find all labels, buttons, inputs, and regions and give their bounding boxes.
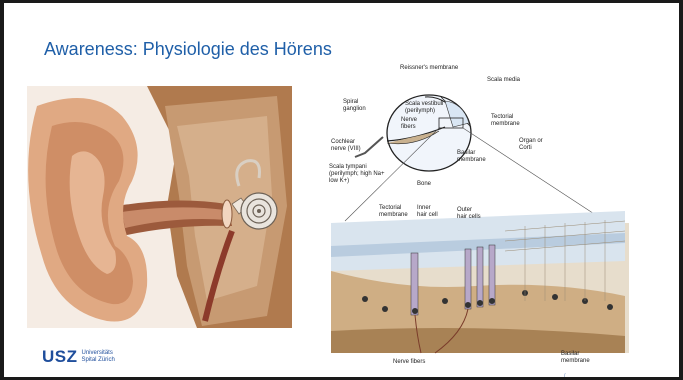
label-cochlear-nerve: Cochlear (331, 139, 355, 145)
label-nerve-fibers: Nerve (401, 117, 418, 123)
label-spiral-ganglion-sub: ganglion (343, 106, 366, 112)
label-nerve-fibers-sub: fibers (401, 124, 416, 130)
label-tectorial-sub: membrane (491, 121, 520, 127)
slide: Awareness: Physiologie des Hörens (4, 3, 679, 377)
logo-text: Universitäts Spital Zürich (82, 350, 115, 364)
label-scala-tympani: Scala tympani (329, 164, 367, 170)
label-spiral-ganglion: Spiral (343, 99, 358, 105)
label-bone: Bone (417, 181, 432, 187)
label-reissners-membrane: Reissner's membrane (400, 65, 459, 71)
label-scala-vestibuli: Scala vestibuli (405, 101, 443, 107)
usz-logo: USZ Universitäts Spital Zürich (42, 347, 115, 367)
label-organ-of-corti-sub: Corti (519, 145, 532, 151)
logo-mark: USZ (42, 347, 78, 367)
label-basilar: Basilar (457, 150, 475, 156)
cochlea-svg: Reissner's membrane Scala media Scala ve… (325, 61, 637, 375)
label-outer-hair-cells-sub: hair cells (457, 214, 481, 220)
label-cochlear-nerve-sub: nerve (VIII) (331, 146, 361, 152)
label-inner-hair-cell: Inner (417, 205, 431, 211)
label-basilar-sub: membrane (457, 157, 486, 163)
label-organ-of-corti: Organ or (519, 138, 543, 144)
label-scala-tympani-sub: (perilymph; high Na+ (329, 171, 385, 177)
label-lower-tectorial: Tectorial (379, 205, 401, 211)
slide-mark: / (564, 373, 565, 377)
label-lower-nerve-fibers: Nerve fibers (393, 359, 425, 365)
ear-anatomy-svg (27, 86, 292, 328)
label-lower-tectorial-sub: membrane (379, 212, 408, 218)
logo-line-1: Universitäts (82, 350, 113, 356)
label-inner-hair-cell-sub: hair cell (417, 212, 438, 218)
label-scala-vestibuli-sub: (perilymph) (405, 108, 435, 114)
label-scala-media: Scala media (487, 77, 521, 83)
cochlea-diagram: Reissner's membrane Scala media Scala ve… (325, 61, 637, 375)
ear-anatomy-illustration (27, 86, 292, 328)
label-tectorial: Tectorial (491, 114, 513, 120)
label-lower-basilar: Basilar (561, 351, 579, 357)
logo-line-2: Spital Zürich (82, 357, 115, 363)
label-scala-tympani-sub2: low K+) (329, 178, 349, 184)
label-lower-basilar-sub: membrane (561, 358, 590, 364)
label-outer-hair-cells: Outer (457, 207, 472, 213)
organ-of-corti-illustration (331, 211, 629, 353)
slide-title: Awareness: Physiologie des Hörens (44, 39, 332, 60)
